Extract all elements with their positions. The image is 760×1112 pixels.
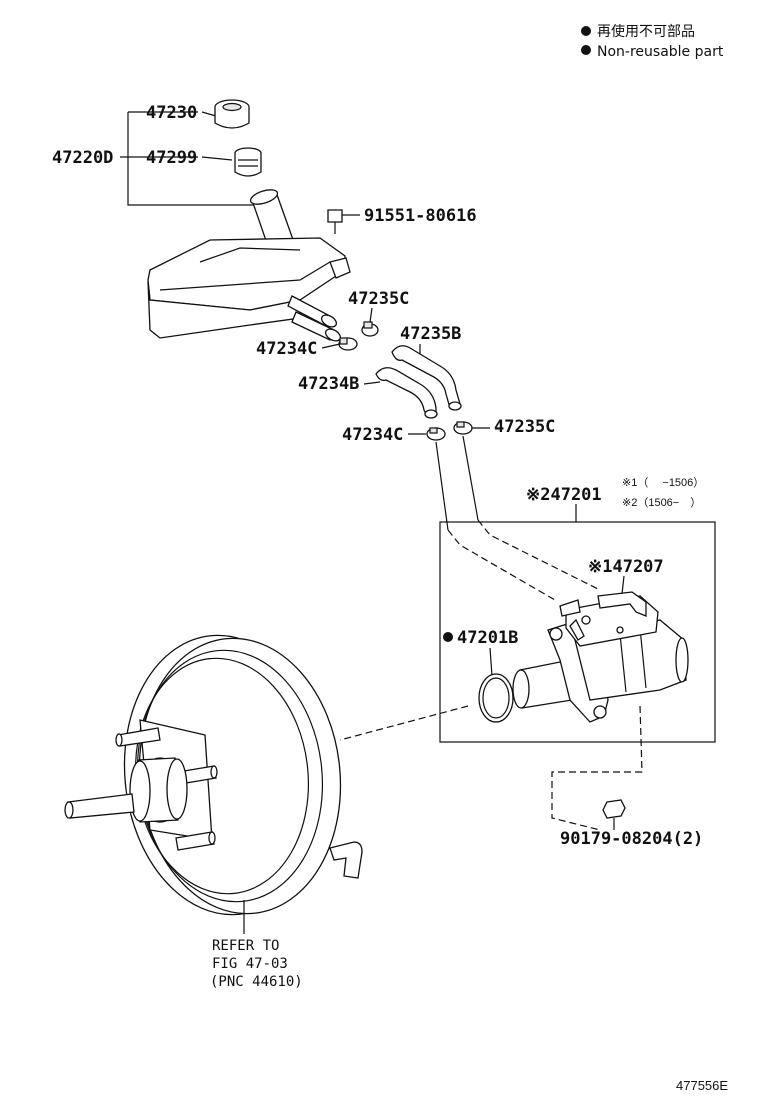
hose-47234B <box>375 367 437 415</box>
hose-clamp-47235C-bottom <box>453 421 473 435</box>
footnote-2: ※2（1506− ） <box>622 496 701 509</box>
part-number-47207: ※147207 <box>588 557 664 577</box>
hose-clamp-47234C-top <box>338 337 358 351</box>
part-number-90179-08204: 90179-08204(2) <box>560 829 703 849</box>
reference-line-2: FIG 47-03 <box>212 956 288 972</box>
part-number-47201: ※247201 <box>526 485 602 505</box>
hose-clamp-47234C-bottom <box>426 427 446 441</box>
reservoir-outlet-nipples <box>287 295 342 342</box>
brake-booster <box>64 634 363 916</box>
reference-line-1: REFER TO <box>212 938 279 954</box>
legend-text-jp: 再使用不可部品 <box>597 23 695 40</box>
o-ring-seal <box>478 673 514 723</box>
booster-studs <box>115 727 218 851</box>
part-number-47235C-bottom: 47235C <box>494 417 555 437</box>
part-number-91551-80616: 91551-80616 <box>364 206 477 226</box>
part-number-47220D: 47220D <box>52 148 113 168</box>
part-number-47230: 47230 <box>146 103 197 123</box>
reservoir-cap-group: 47230 47220D 47299 <box>52 99 262 206</box>
reservoir-tank <box>147 189 351 342</box>
legend-text-en: Non-reusable part <box>597 44 724 60</box>
reference-line-3: (PNC 44610) <box>210 974 303 990</box>
non-reusable-bullet-icon <box>581 26 591 36</box>
part-number-47234B: 47234B <box>298 374 359 394</box>
bolt-90179: 90179-08204(2) <box>560 799 703 849</box>
non-reusable-mark-icon <box>443 632 453 642</box>
part-number-47234C-bottom: 47234C <box>342 425 403 445</box>
non-reusable-bullet-icon <box>581 45 591 55</box>
reservoir-cap <box>214 99 250 129</box>
bolt-91551: 91551-80616 <box>327 206 477 234</box>
master-cylinder-assembly-box <box>439 521 716 743</box>
part-number-47299: 47299 <box>146 148 197 168</box>
legend: 再使用不可部品 Non-reusable part <box>581 23 724 60</box>
reservoir-strainer <box>234 147 262 177</box>
hose-clamp-group: 47235C 47235B 47234C 47234B <box>256 289 555 445</box>
part-number-47201B: 47201B <box>457 628 518 648</box>
hose-clamp-47235C-top <box>361 321 379 337</box>
diagram-id: 477556E <box>676 1078 728 1093</box>
part-number-47234C-top: 47234C <box>256 339 317 359</box>
part-number-47235C-top: 47235C <box>348 289 409 309</box>
footnote-1: ※1（ −1506） <box>622 476 704 489</box>
brake-master-cylinder <box>512 591 689 723</box>
part-number-47235B: 47235B <box>400 324 461 344</box>
